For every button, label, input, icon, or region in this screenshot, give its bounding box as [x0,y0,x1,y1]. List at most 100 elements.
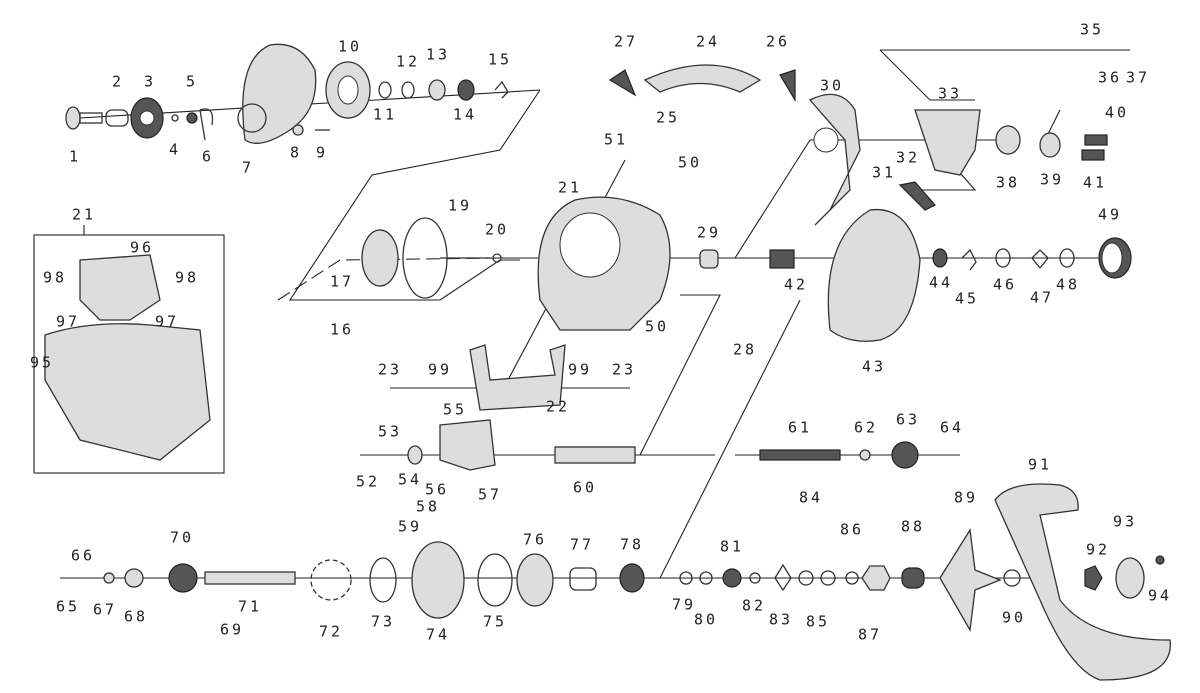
part-number-label: 31 [871,163,897,182]
part-number-label: 23 [611,360,637,379]
part-number-label: 59 [397,517,423,536]
part-number-label: 98 [42,268,68,287]
part-number-label: 6 [201,147,215,166]
part-number-label: 2 [111,72,125,91]
part-number-label: 46 [992,275,1018,294]
part-number-label: 19 [447,196,473,215]
part-number-label: 69 [219,620,245,639]
part-number-label: 88 [900,517,926,536]
part-number-label: 38 [995,173,1021,192]
part-number-label: 36 [1097,68,1123,87]
part-number-label: 11 [372,105,398,124]
part-number-label: 93 [1112,512,1138,531]
part-number-label: 58 [415,497,441,516]
part-number-label: 66 [70,546,96,565]
part-number-label: 49 [1097,205,1123,224]
part-number-label: 33 [937,84,963,103]
part-number-label: 37 [1125,68,1151,87]
part-number-label: 20 [484,220,510,239]
part-number-label: 27 [613,32,639,51]
part-number-label: 97 [55,312,81,331]
part-number-label: 70 [169,528,195,547]
part-number-label: 48 [1055,275,1081,294]
part-number-label: 42 [783,275,809,294]
part-number-label: 87 [857,625,883,644]
inset-box [33,234,225,474]
part-number-label: 98 [174,268,200,287]
part-number-label: 32 [895,148,921,167]
part-number-label: 1 [68,147,82,166]
part-number-label: 57 [477,485,503,504]
part-number-label: 78 [619,535,645,554]
part-number-label: 72 [318,622,344,641]
part-number-label: 97 [154,312,180,331]
part-number-label: 14 [452,105,478,124]
part-number-label: 71 [237,597,263,616]
part-number-label: 22 [545,397,571,416]
part-number-label: 77 [569,535,595,554]
part-number-label: 30 [819,76,845,95]
part-number-label: 51 [603,130,629,149]
part-number-label: 3 [143,72,157,91]
part-number-label: 50 [644,317,670,336]
part-number-label: 67 [92,600,118,619]
part-number-label: 63 [895,410,921,429]
part-number-label: 73 [370,612,396,631]
part-number-label: 79 [671,595,697,614]
part-number-label: 26 [765,32,791,51]
part-number-label: 89 [953,488,979,507]
part-number-label: 25 [655,108,681,127]
part-number-label: 81 [719,537,745,556]
part-number-label: 90 [1001,608,1027,627]
part-number-label: 64 [939,418,965,437]
part-number-label: 76 [522,530,548,549]
part-number-label: 53 [377,422,403,441]
part-number-label: 4 [168,140,182,159]
part-number-label: 52 [355,472,381,491]
part-number-label: 61 [787,418,813,437]
part-number-label: 84 [798,488,824,507]
part-number-label: 83 [768,610,794,629]
part-number-label: 75 [482,612,508,631]
part-number-label: 60 [572,478,598,497]
part-number-label: 43 [861,357,887,376]
part-number-label: 54 [397,470,423,489]
part-number-label: 39 [1039,170,1065,189]
part-number-label: 85 [805,612,831,631]
part-number-label: 99 [567,360,593,379]
part-number-label: 56 [424,480,450,499]
part-number-label: 99 [427,360,453,379]
part-number-label: 62 [853,418,879,437]
part-number-label: 45 [954,289,980,308]
part-number-label: 35 [1079,20,1105,39]
part-number-label: 96 [129,238,155,257]
part-number-label: 40 [1104,103,1130,122]
part-number-label: 82 [741,596,767,615]
part-number-label: 13 [425,45,451,64]
part-number-label: 94 [1147,586,1173,605]
part-number-label: 5 [185,72,199,91]
part-number-label: 21 [557,178,583,197]
part-number-label: 12 [395,52,421,71]
part-number-label: 24 [695,32,721,51]
part-number-label: 95 [29,353,55,372]
part-number-label: 74 [425,625,451,644]
part-number-label: 21 [71,205,97,224]
part-number-label: 80 [693,610,719,629]
part-number-label: 9 [315,143,329,162]
part-number-label: 65 [55,597,81,616]
part-number-label: 17 [329,272,355,291]
part-number-label: 91 [1027,455,1053,474]
part-number-label: 23 [377,360,403,379]
part-number-label: 29 [696,223,722,242]
part-number-label: 47 [1029,288,1055,307]
part-number-label: 7 [241,158,255,177]
part-number-label: 44 [928,273,954,292]
part-number-label: 50 [677,153,703,172]
part-number-label: 8 [289,143,303,162]
part-number-label: 92 [1085,540,1111,559]
part-number-label: 16 [329,320,355,339]
part-number-label: 15 [487,50,513,69]
